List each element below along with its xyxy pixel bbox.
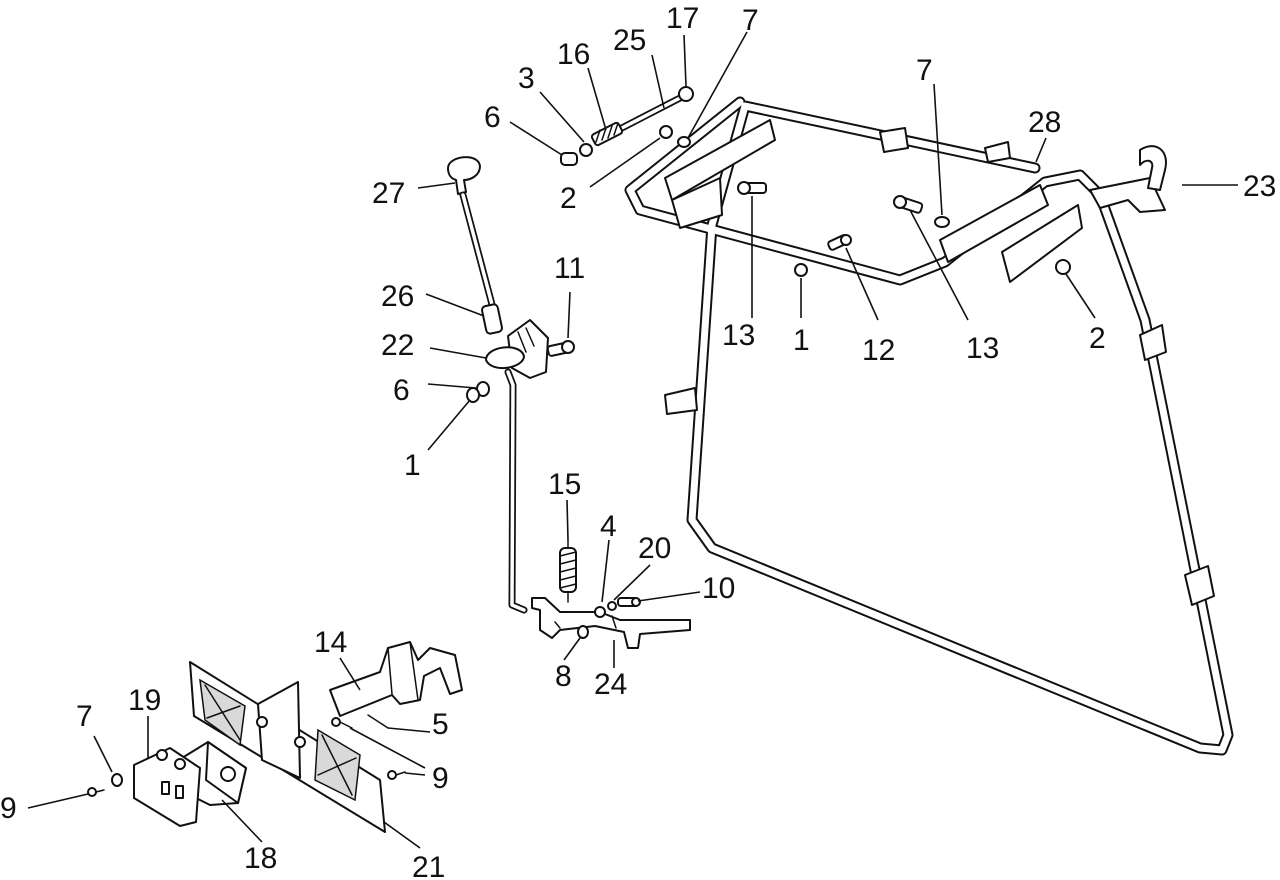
- washer-3: [579, 143, 593, 157]
- nut-2-upper: [659, 125, 673, 139]
- callout-9-left: 9: [0, 792, 17, 825]
- pin-5: [367, 714, 389, 729]
- callout-25: 25: [613, 24, 646, 57]
- latch-hook-23: [1089, 145, 1167, 213]
- nut-1-lever: [466, 387, 480, 403]
- frame-channel-plates: [664, 119, 1215, 606]
- callout-28: 28: [1028, 106, 1061, 139]
- callout-21: 21: [412, 851, 445, 880]
- spring-15: [559, 539, 577, 603]
- knob-27: [447, 156, 481, 195]
- rod-25: [614, 94, 684, 134]
- callout-6-lever: 6: [393, 374, 410, 407]
- callout-27: 27: [372, 177, 405, 210]
- callout-1-frame: 1: [793, 324, 810, 357]
- callout-8: 8: [555, 660, 572, 693]
- bolt-13-left: [737, 181, 767, 195]
- plate-21: [189, 661, 386, 833]
- callout-9-right: 9: [432, 762, 449, 795]
- linkage-24: [531, 597, 691, 649]
- spring-16: [590, 121, 624, 147]
- callout-10: 10: [702, 572, 735, 605]
- callout-2-top: 2: [560, 182, 577, 215]
- screw-9-a: [331, 717, 353, 729]
- callout-2-frame: 2: [1089, 322, 1106, 355]
- callout-4: 4: [600, 510, 617, 543]
- screw-9-c: [87, 787, 105, 797]
- washer-4: [594, 606, 606, 618]
- callout-24: 24: [594, 668, 627, 701]
- nut-6-upper: [560, 152, 578, 166]
- bracket-22: [485, 319, 549, 379]
- callout-22: 22: [381, 329, 414, 362]
- bolt-11: [546, 340, 575, 357]
- callout-18: 18: [244, 842, 277, 875]
- pin-20: [607, 601, 617, 611]
- washer-7-upper: [677, 136, 691, 148]
- washer-7-frame: [934, 216, 950, 228]
- washer-7-latch: [111, 773, 123, 787]
- bolt-13-right: [893, 195, 924, 214]
- callout-23: 23: [1243, 170, 1276, 203]
- callout-6-top: 6: [484, 101, 501, 134]
- callout-14: 14: [314, 626, 347, 659]
- cover-19: [133, 747, 201, 827]
- callout-7-latch: 7: [76, 700, 93, 733]
- leader-lines: [27, 31, 1238, 849]
- callout-13-left: 13: [722, 319, 755, 352]
- callout-11: 11: [554, 252, 585, 285]
- bolt-12: [827, 234, 852, 251]
- callout-19: 19: [128, 684, 161, 717]
- callout-26: 26: [381, 280, 414, 313]
- link-rod: [504, 368, 528, 614]
- callout-16: 16: [557, 38, 590, 71]
- nut-1-frame: [794, 263, 808, 277]
- callout-12: 12: [862, 334, 895, 367]
- callout-17: 17: [666, 2, 699, 35]
- nut-8: [577, 625, 589, 639]
- lever-rod-26: [459, 191, 503, 335]
- nut-2-frame: [1055, 259, 1071, 275]
- bolt-10: [617, 597, 641, 607]
- callout-1-lever: 1: [404, 449, 421, 482]
- callout-13-right: 13: [966, 332, 999, 365]
- screw-9-b: [387, 770, 406, 780]
- callout-3: 3: [518, 62, 535, 95]
- frame-tube: [624, 96, 1234, 756]
- callout-20: 20: [638, 532, 671, 565]
- catch-14: [329, 641, 463, 717]
- nut-17: [678, 86, 694, 102]
- callout-7-top: 7: [742, 4, 759, 37]
- callout-7-frame: 7: [916, 54, 933, 87]
- callout-15: 15: [548, 468, 581, 501]
- callout-5: 5: [432, 708, 449, 741]
